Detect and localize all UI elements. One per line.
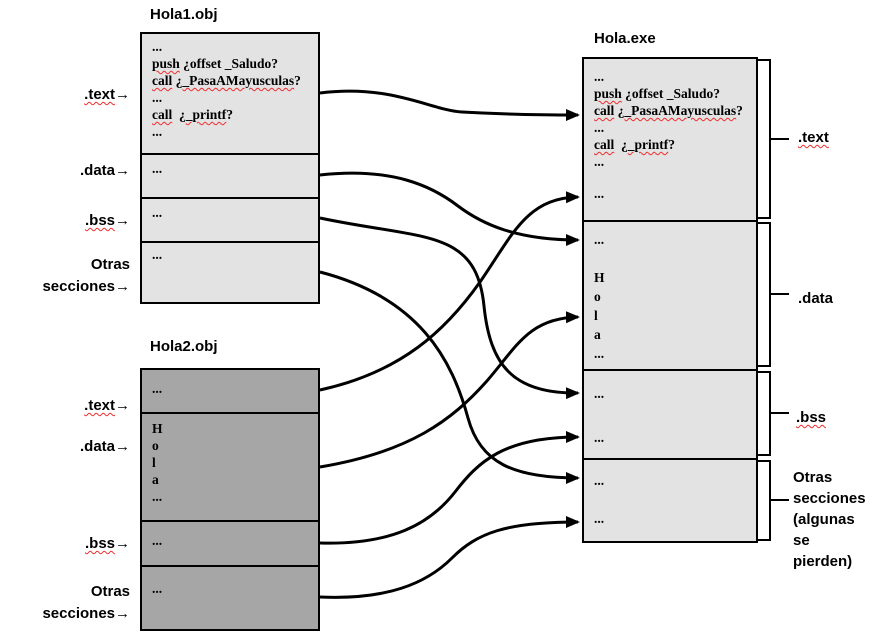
exe-text-section-code: ...push ¿offset _Saludo?call ¿_PasaAMayu… [594,69,743,169]
arrow-glyph: → [115,605,130,622]
arrow-glyph: → [115,438,130,455]
exe-divider-bss-otras [582,458,758,460]
arrow-hola2-otras-to-exe-otras [319,516,580,599]
hola1-otras-section: ... [152,247,163,262]
hola2-data-section: H o l a ... [152,421,163,504]
exe-otras-section-part1: ... [594,473,605,488]
arrow-glyph: → [115,397,130,414]
arrow-hola1-data-to-exe-data [319,171,580,246]
exe-bss-section-part2: ... [594,430,605,445]
hola2-title: Hola2.obj [150,338,218,355]
arrow-glyph: → [115,162,130,179]
hola2-divider-text-data [140,412,320,414]
label-hola1-bss: .bss→ [84,212,130,229]
bracket-exe-bss [758,371,789,456]
exe-data-section: ... H o l a ... [594,232,605,361]
exe-divider-text-data [582,220,758,222]
label-exe-data: .data [798,290,834,307]
arrow-glyph: → [115,278,130,295]
label-hola2-text: .text→ [84,397,130,414]
bracket-exe-text [758,59,789,219]
hola1-divider-bss-otras [140,241,320,243]
label-hola2-otras: Otras secciones→ [42,583,130,622]
arrow-glyph: → [115,212,130,229]
exe-box: ...push ¿offset _Saludo?call ¿_PasaAMayu… [582,57,758,543]
label-hola2-data: .data→ [79,438,130,455]
hola2-otras-section: ... [152,581,163,596]
label-exe-bss: .bss [796,409,827,426]
arrow-hola1-otras-to-exe-otras [319,270,580,484]
hola2-divider-bss-otras [140,565,320,567]
exe-divider-data-bss [582,369,758,371]
hola2-bss-section: ... [152,533,163,548]
hola1-divider-text-data [140,153,320,155]
label-exe-text: .text [798,129,829,146]
exe-bss-section-part1: ... [594,386,605,401]
hola1-data-section: ... [152,161,163,176]
bracket-exe-data [758,222,789,367]
hola1-bss-section: ... [152,205,163,220]
bracket-exe-otras [758,460,789,541]
arrow-glyph: → [115,535,130,552]
arrow-hola2-text-to-exe-text [319,191,580,392]
hola2-divider-data-bss [140,520,320,522]
arrow-hola2-bss-to-exe-bss [319,431,580,545]
hola2-box: ... H o l a ... ... ... [140,368,320,631]
hola2-text-section: ... [152,381,163,396]
exe-otras-section-part2: ... [594,511,605,526]
arrow-hola1-text-to-exe-text [319,89,580,121]
exe-title: Hola.exe [594,30,656,47]
label-hola1-data: .data→ [79,162,130,179]
arrow-glyph: → [115,86,130,103]
arrow-hola1-bss-to-exe-bss [319,216,580,400]
exe-text-section-extra: ... [594,186,605,201]
arrow-hola2-data-to-exe-data [319,311,580,469]
hola1-divider-data-bss [140,197,320,199]
label-hola1-otras: Otras secciones→ [42,256,130,295]
hola1-box: ...push ¿offset _Saludo?call ¿_PasaAMayu… [140,32,320,304]
label-exe-otras: Otras secciones (algunas se pierden) [793,469,866,570]
label-hola2-bss: .bss→ [84,535,130,552]
hola1-title: Hola1.obj [150,6,218,23]
label-hola1-text: .text→ [84,86,130,103]
hola1-text-section-code: ...push ¿offset _Saludo?call ¿_PasaAMayu… [152,39,301,139]
